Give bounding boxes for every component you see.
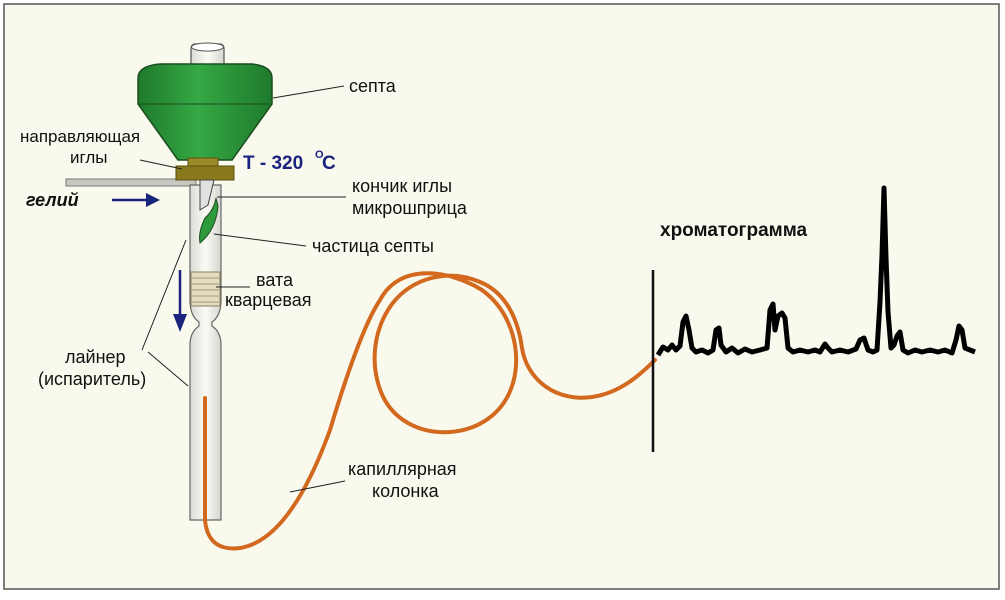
helium-flow-arrow	[112, 193, 160, 207]
flow-direction-arrow	[173, 270, 187, 332]
label-helium: гелий	[26, 190, 79, 210]
label-capillary-line1: капиллярная	[348, 459, 457, 479]
liner-tube	[189, 184, 222, 521]
temperature-degree: O	[315, 149, 324, 161]
label-wool-line2: кварцевая	[225, 290, 312, 310]
label-liner-line2: (испаритель)	[38, 369, 146, 389]
label-needle-tip-line1: кончик иглы	[352, 176, 452, 196]
label-needle-tip-line2: микрошприца	[352, 198, 468, 218]
septa-cap	[137, 42, 273, 161]
label-chromatogram: хроматограмма	[660, 220, 808, 241]
label-wool-line1: вата	[256, 270, 294, 290]
leader-lines	[139, 85, 346, 493]
temperature-unit: C	[322, 153, 336, 174]
syringe-needle-tip	[199, 179, 215, 211]
label-needle-guide-line1: направляющая	[20, 127, 140, 146]
label-temperature: T - 320 O C	[243, 149, 336, 174]
label-septa: септа	[349, 76, 397, 96]
label-capillary-line2: колонка	[372, 481, 440, 501]
needle-guide	[175, 157, 235, 181]
quartz-wool	[190, 271, 221, 307]
label-septa-particle: частица септы	[312, 236, 434, 256]
capillary-column	[203, 271, 657, 551]
chromatogram-trace	[655, 185, 976, 357]
label-needle-guide-line2: иглы	[70, 148, 107, 167]
temperature-value: T - 320	[243, 153, 303, 174]
helium-inlet-tube	[65, 178, 197, 187]
septa-particle	[199, 197, 219, 244]
label-liner-line1: лайнер	[65, 347, 126, 367]
